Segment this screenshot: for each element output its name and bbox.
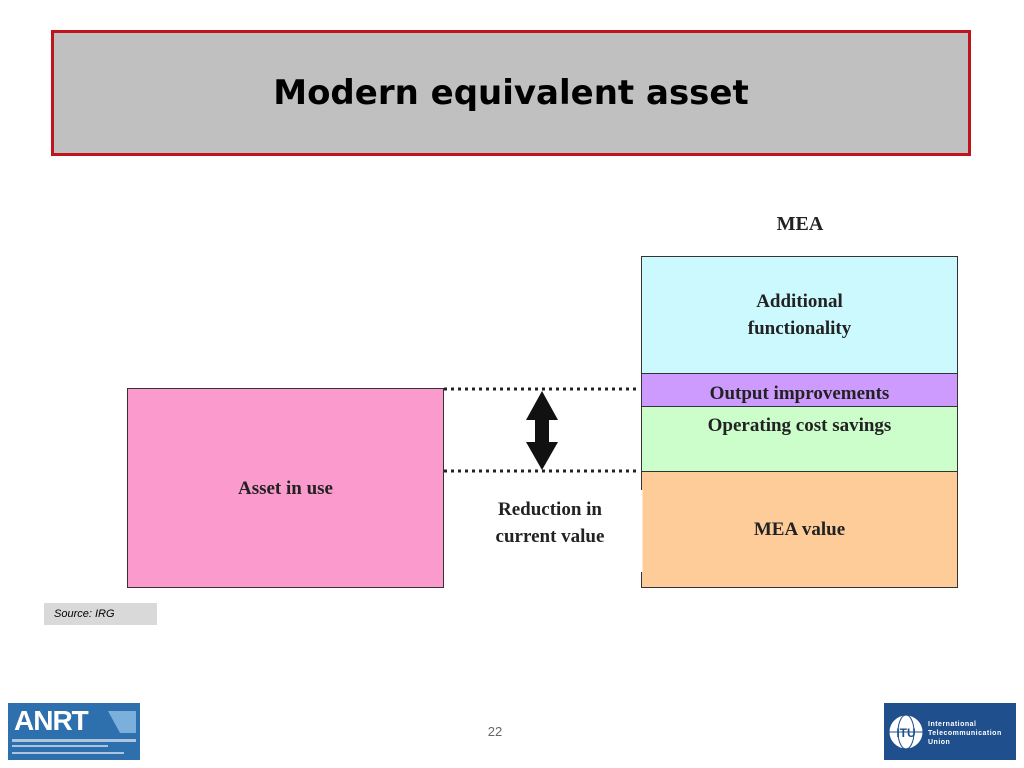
additional-functionality-line2: functionality [747,318,852,339]
operating-cost-savings-label: Operating cost savings [707,415,892,436]
itu-globe-icon: ITU [888,714,924,750]
mea-value-label: MEA value [753,519,846,540]
reduction-line2: current value [495,526,605,547]
output-improvements-label: Output improvements [709,383,890,404]
asset-in-use-box: Asset in use [127,388,444,588]
output-improvements-box: Output improvements [641,373,958,407]
itu-line2: Telecommunication [928,730,1002,737]
additional-functionality-label: Additional functionality [748,288,851,342]
asset-in-use-label: Asset in use [237,477,333,499]
additional-functionality-box: Additional functionality [641,256,958,374]
slide-title: Modern equivalent asset [273,73,749,113]
title-banner: Modern equivalent asset [51,30,971,156]
itu-line3: Union [928,739,951,746]
mea-header: MEA [776,213,824,235]
reduction-line1: Reduction in [498,499,602,520]
itu-line1: International [928,721,977,728]
itu-logo: ITU International Telecommunication Unio… [884,703,1016,760]
anrt-logo: ANRT [8,703,140,760]
anrt-logo-text: ANRT [14,705,89,736]
anrt-logo-graphic [12,711,136,754]
reduction-label: Reduction in current value [470,496,630,550]
itu-mark-text: ITU [896,726,915,740]
itu-logo-text: International Telecommunication Union [928,720,1002,747]
additional-functionality-line1: Additional [756,291,843,312]
double-arrow-icon [526,391,558,470]
operating-cost-savings-box: Operating cost savings [641,406,958,472]
page-number: 22 [487,724,503,739]
source-caption: Source: IRG [44,603,157,625]
